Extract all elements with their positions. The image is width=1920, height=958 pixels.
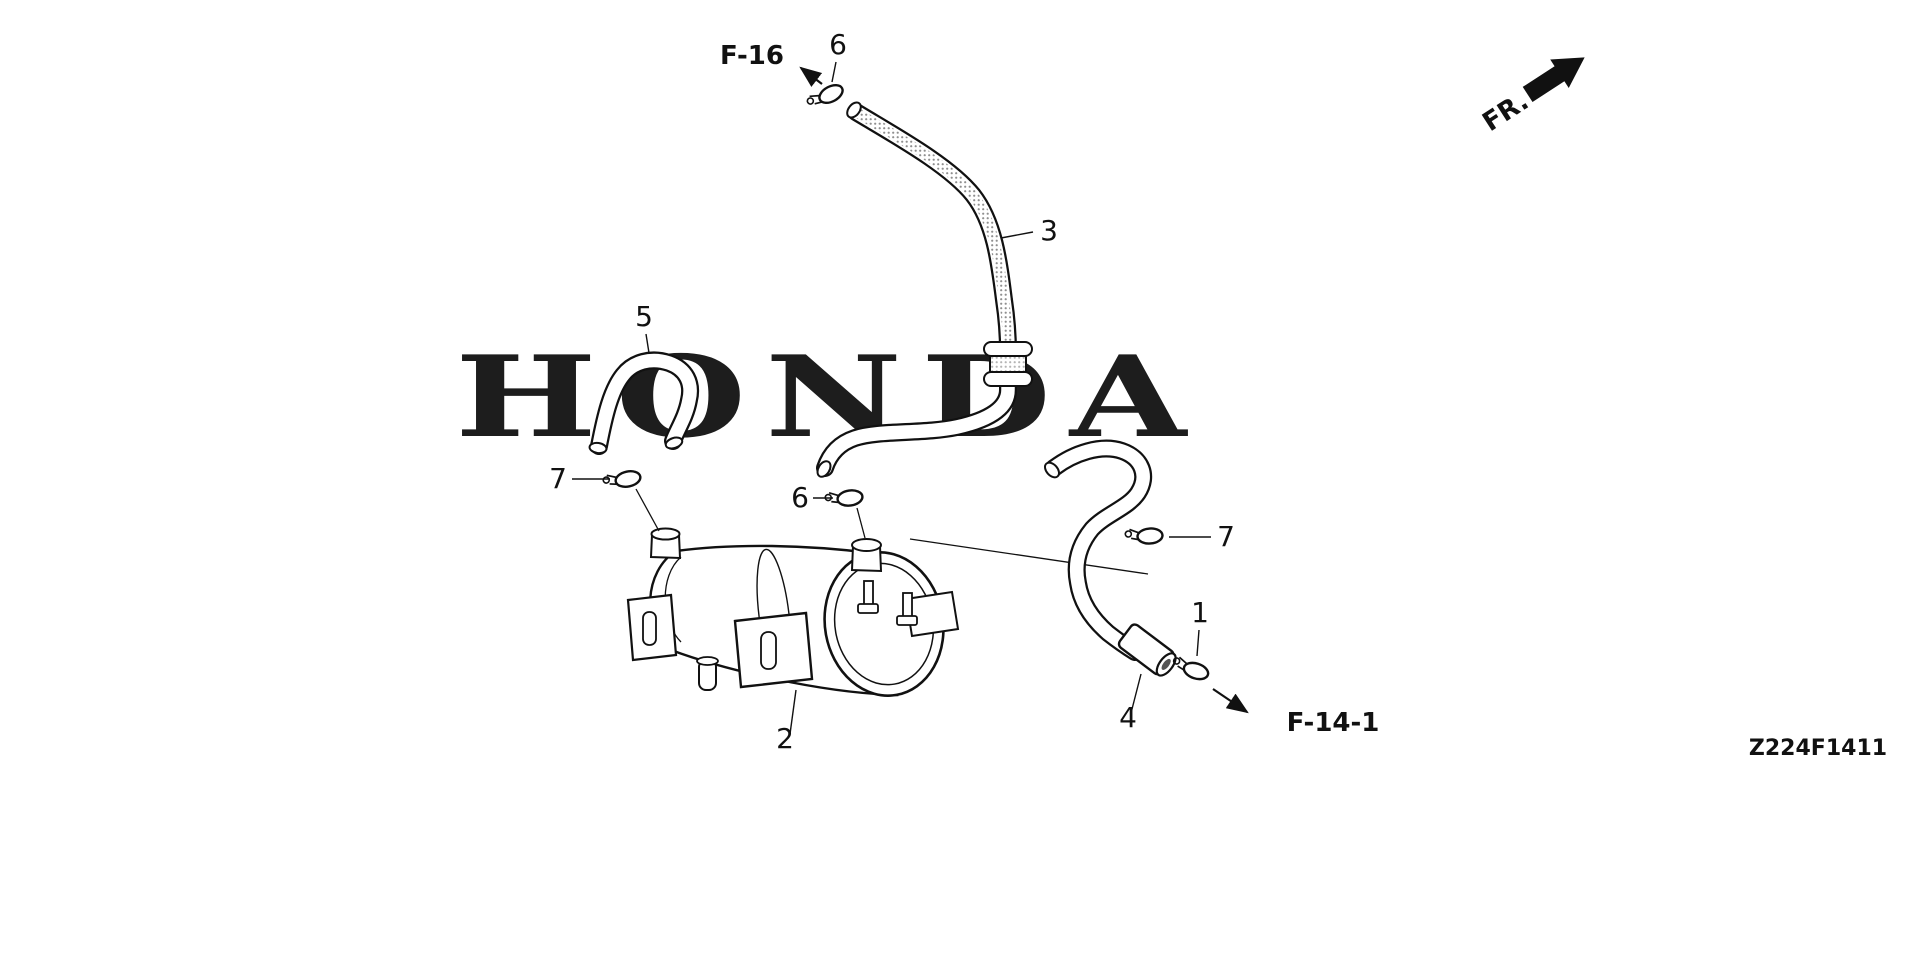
ref-f16-label: F-16 [720, 41, 784, 71]
fr-label: FR. [1477, 86, 1534, 137]
ref-f14-1-label: F-14-1 [1287, 708, 1380, 738]
leader-line [645, 333, 650, 354]
callout-5: 5 [635, 300, 653, 333]
leader-line [789, 689, 797, 735]
canister-bracket-middle-slot [760, 631, 777, 670]
leader-line [831, 61, 837, 83]
callout-7-right: 7 [1217, 520, 1235, 553]
hose-3-opening [846, 101, 862, 119]
fr-arrow-icon [1522, 57, 1585, 103]
canister-bracket-left-slot [642, 611, 657, 646]
canister-port-right-top [851, 538, 882, 552]
leader-line [1000, 231, 1034, 239]
canister-port-left-top [650, 527, 681, 541]
canister [626, 527, 960, 697]
callout-6-middle: 6 [791, 481, 809, 514]
hose-3-opening [816, 460, 832, 478]
callout-7-left: 7 [549, 462, 567, 495]
leader-line [1130, 673, 1142, 714]
ref-f16-arrow-icon [799, 66, 823, 87]
clamp-6-top [804, 79, 847, 114]
canister-stud-base [857, 603, 879, 614]
hose-3 [816, 101, 1033, 478]
hose-4-end-fitting [1117, 623, 1177, 677]
honda-watermark: HONDA [455, 332, 1205, 463]
leader-line [1196, 629, 1200, 657]
figure-code: Z224F1411 [1749, 736, 1887, 761]
hose-5-opening [588, 441, 608, 455]
callout-6-top: 6 [829, 28, 847, 61]
callout-3: 3 [1040, 214, 1058, 247]
reference-f14-1: F-14-1 [1212, 688, 1380, 738]
hose-4-opening [1043, 461, 1061, 479]
callout-1: 1 [1191, 596, 1209, 629]
hose-3-joint-fitting [983, 341, 1033, 387]
hose-5 [588, 351, 699, 455]
hose-5-opening [664, 436, 684, 450]
canister-stud-base [896, 615, 918, 626]
canister-drain-collar [696, 656, 719, 666]
fr-direction-indicator: FR. [1477, 57, 1585, 138]
assembly-line [856, 507, 866, 539]
ref-f14-1-arrow-icon [1212, 688, 1249, 714]
witness-line [909, 538, 1149, 575]
hose-4 [1043, 439, 1177, 677]
callout-4: 4 [1119, 701, 1137, 734]
canister-bracket-right [904, 590, 960, 638]
callout-2: 2 [776, 722, 794, 755]
hose-3-shading [853, 107, 1013, 351]
reference-f16: F-16 [720, 41, 823, 87]
clamp-7-left [601, 467, 643, 493]
clamp-7-right [1123, 525, 1165, 547]
assembly-line [635, 488, 660, 532]
